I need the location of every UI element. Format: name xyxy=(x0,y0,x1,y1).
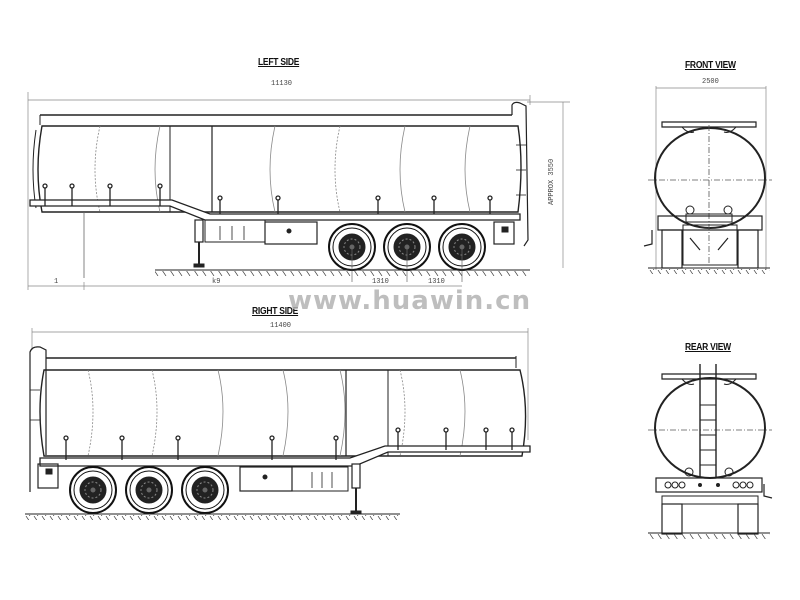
axle-spacing-1-dim: 1310 xyxy=(372,278,389,286)
right-side-title: RIGHT SIDE xyxy=(252,306,299,317)
left-side-view xyxy=(27,92,570,290)
front-width-dim: 2500 xyxy=(702,78,719,86)
height-dim: APPROX 3550 xyxy=(548,158,556,205)
rear-view-title: REAR VIEW xyxy=(685,342,731,353)
front-overhang-dim: 1 xyxy=(54,278,59,286)
front-view xyxy=(643,86,772,274)
right-side-view xyxy=(25,328,531,520)
kingpin-to-axle-dim: k9 xyxy=(212,278,221,286)
watermark: www.huawin.cn xyxy=(288,286,532,316)
front-view-title: FRONT VIEW xyxy=(685,60,736,71)
left-side-length-dim: 11130 xyxy=(271,80,293,88)
left-side-title: LEFT SIDE xyxy=(258,57,300,68)
right-side-length-dim: 11400 xyxy=(270,322,292,330)
axle-spacing-2-dim: 1310 xyxy=(428,278,445,286)
rear-view xyxy=(648,364,773,539)
